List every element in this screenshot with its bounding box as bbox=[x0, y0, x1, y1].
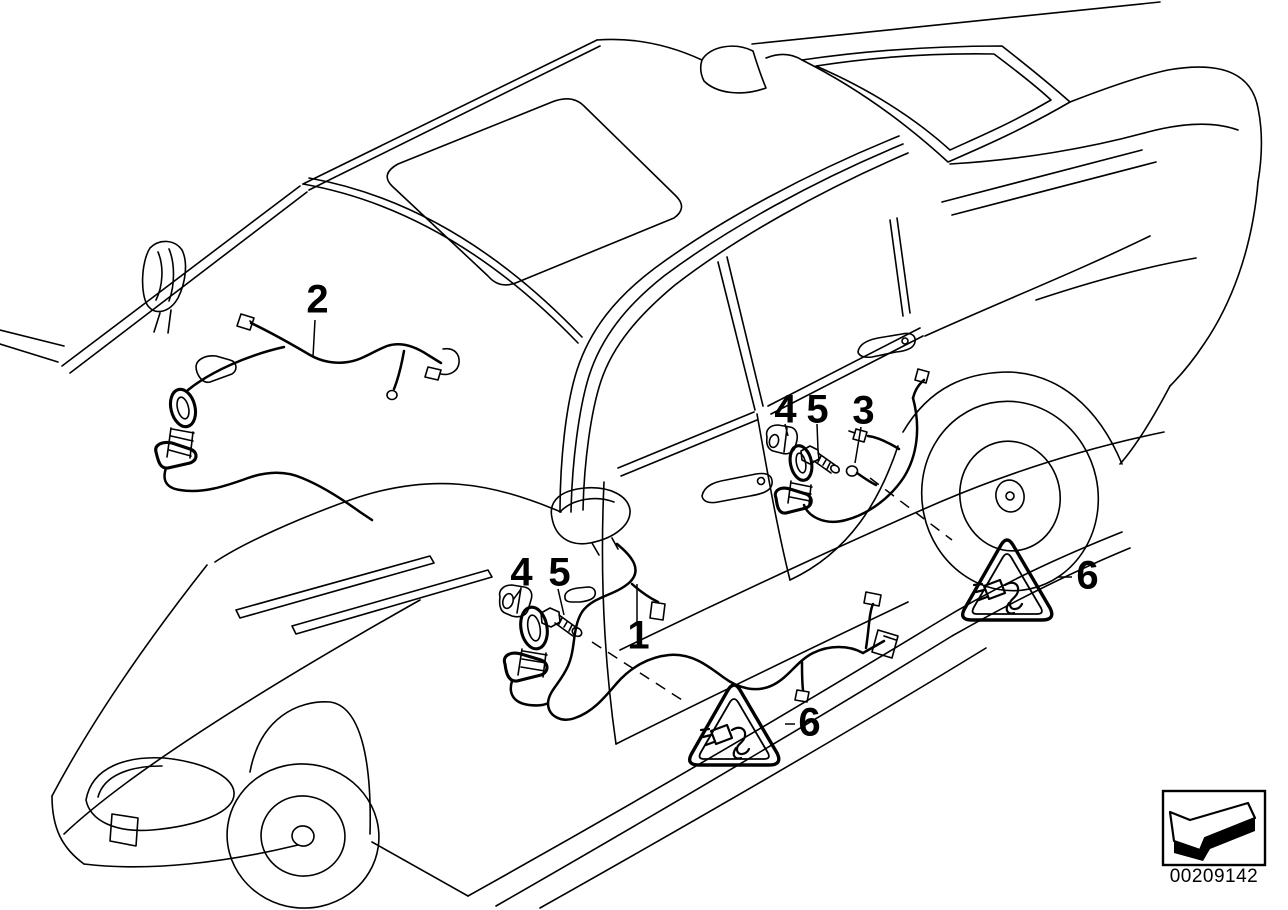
plug-warning-triangle-icon bbox=[961, 538, 1054, 622]
driver-side-mirror bbox=[550, 486, 631, 556]
front-door-harness-item-1 bbox=[498, 542, 899, 721]
sunroof bbox=[386, 98, 683, 286]
plug-warning-triangle-icon bbox=[688, 683, 781, 767]
headlight bbox=[85, 756, 235, 832]
front-door-handle bbox=[701, 472, 773, 504]
leader-lines bbox=[312, 319, 1072, 725]
callout-label-2: 2 bbox=[306, 277, 328, 322]
door-grommet-boot bbox=[154, 387, 198, 470]
part-number: 00209142 bbox=[1169, 866, 1259, 887]
callout-label-6-upper: 6 bbox=[1076, 553, 1098, 598]
wipers bbox=[235, 555, 493, 635]
bolt-item-5-rear bbox=[800, 445, 840, 474]
callout-label-1: 1 bbox=[627, 613, 649, 658]
front-door-harness-item-2 bbox=[154, 313, 460, 522]
car-outline bbox=[0, 1, 1263, 909]
far-door-handle bbox=[195, 355, 237, 384]
rear-door-harness-item-3 bbox=[765, 368, 930, 523]
callout-label-6-lower: 6 bbox=[798, 700, 820, 745]
callout-label-3: 3 bbox=[852, 388, 874, 433]
direction-arrow-icon bbox=[1161, 789, 1267, 867]
grommet-plug-item-4-front bbox=[498, 584, 533, 618]
callout-label-4-rear: 4 bbox=[774, 387, 796, 432]
rear-door-handle bbox=[857, 332, 916, 359]
callout-label-5-rear: 5 bbox=[806, 387, 828, 432]
callout-label-5-front: 5 bbox=[548, 550, 570, 595]
callout-label-4-front: 4 bbox=[510, 550, 532, 595]
far-side-mirror bbox=[141, 240, 187, 334]
door-grommet-boot bbox=[773, 444, 814, 515]
bolt-item-5-front bbox=[540, 607, 583, 638]
